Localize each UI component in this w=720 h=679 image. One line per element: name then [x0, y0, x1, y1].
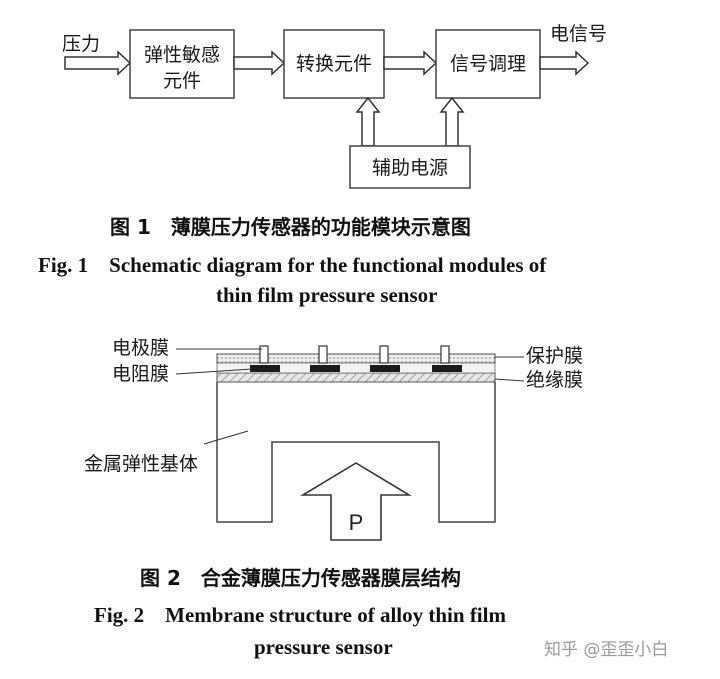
resistor-segment	[370, 365, 400, 372]
aux-power-label: 辅助电源	[372, 157, 448, 179]
resistor-segment	[250, 365, 280, 372]
electrode-tab	[379, 345, 389, 364]
figure2-caption-en-line1: Fig. 2 Membrane structure of alloy thin …	[94, 603, 506, 627]
figure1-caption-cn: 图 1 薄膜压力传感器的功能模块示意图	[110, 215, 471, 239]
arrow-elastic-to-conversion	[233, 50, 286, 76]
aux-power-box	[349, 145, 471, 189]
resistor-film-label: 电阻膜	[112, 363, 169, 385]
conversion-element-box	[283, 29, 385, 99]
resistor-leader	[175, 368, 253, 375]
signal-conditioning-box	[435, 29, 541, 99]
figure1-caption-en-line2: thin film pressure sensor	[216, 283, 437, 307]
insulating-leader	[494, 378, 525, 382]
resistor-segment	[432, 365, 462, 372]
metal-substrate	[216, 382, 496, 523]
insulating-film-label: 绝缘膜	[526, 369, 583, 391]
arrow-power-to-conditioning	[439, 96, 465, 147]
input-label: 压力	[62, 33, 100, 55]
output-label: 电信号	[550, 23, 607, 45]
watermark: 知乎 @歪歪小白	[544, 640, 668, 660]
signal-conditioning-label: 信号调理	[450, 53, 526, 75]
elastic-element-label-2: 元件	[163, 70, 201, 92]
resistor-layer	[216, 362, 496, 374]
arrow-power-to-conversion	[355, 96, 381, 147]
pressure-arrow	[300, 462, 412, 541]
figure2-caption-en-line2: pressure sensor	[254, 635, 393, 659]
substrate-label: 金属弹性基体	[84, 453, 198, 475]
elastic-element-box	[129, 29, 235, 99]
figure1-block-diagram: 压力 弹性敏感 元件 转换元件 信号调理 电信号 辅助电源 图 1 薄膜压力传感…	[38, 23, 607, 307]
conversion-element-label: 转换元件	[296, 53, 372, 75]
arrow-input	[64, 50, 132, 76]
protective-film-label: 保护膜	[526, 345, 583, 367]
protective-layer	[216, 353, 496, 364]
electrode-tab	[440, 345, 450, 364]
figure2-membrane-structure: P 电极膜 电阻膜 保护膜 绝缘膜 金属弹性基体 图 2 合金薄膜压力传感器膜层…	[84, 337, 583, 659]
pressure-symbol: P	[349, 510, 364, 535]
electrode-tab	[259, 345, 269, 364]
elastic-element-label-1: 弹性敏感	[144, 44, 220, 66]
figure1-caption-en-line1: Fig. 1 Schematic diagram for the functio…	[38, 253, 547, 277]
resistor-segment	[310, 365, 340, 372]
substrate-leader	[203, 430, 249, 445]
insulating-layer	[216, 372, 496, 383]
arrow-conversion-to-conditioning	[383, 50, 438, 76]
electrode-film-label: 电极膜	[112, 337, 169, 359]
arrow-output	[539, 50, 590, 76]
electrode-tab	[318, 345, 328, 364]
figure2-caption-cn: 图 2 合金薄膜压力传感器膜层结构	[140, 566, 461, 590]
